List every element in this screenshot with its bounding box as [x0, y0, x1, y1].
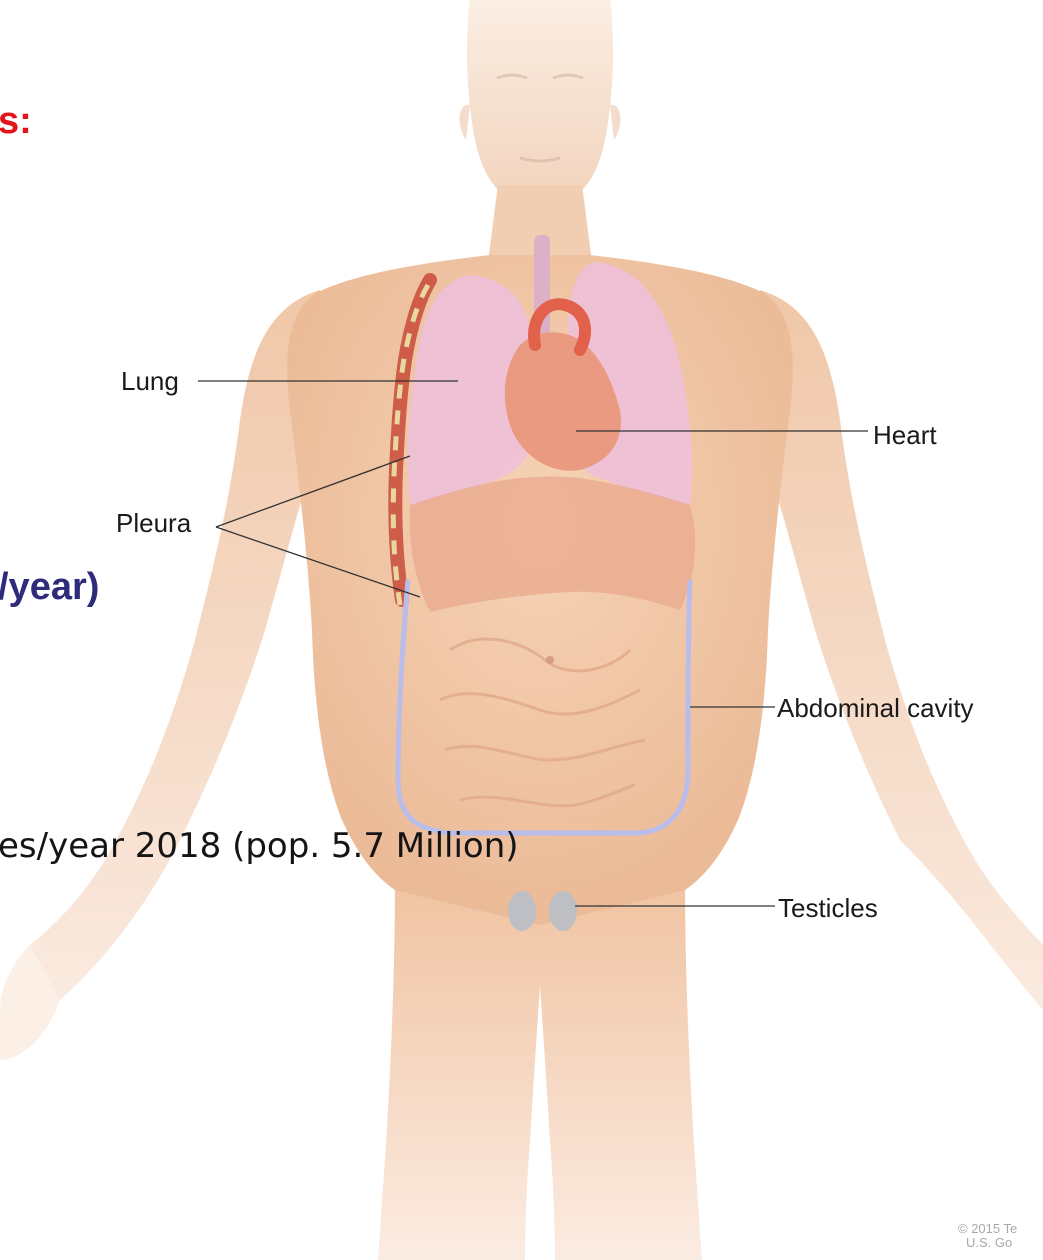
- ear-right: [610, 105, 620, 140]
- testicle-right: [549, 891, 577, 931]
- slide-body-text-fragment: es/year 2018 (pop. 5.7 Million): [0, 826, 519, 866]
- label-heart: Heart: [873, 420, 937, 451]
- ear-left: [460, 105, 470, 140]
- label-testicles: Testicles: [778, 893, 878, 924]
- head: [467, 0, 613, 210]
- navel: [546, 656, 554, 664]
- copyright-notice: © 2015 Te U.S. Go: [958, 1222, 1017, 1250]
- copyright-line-2: U.S. Go: [958, 1236, 1017, 1250]
- testicle-left: [508, 891, 536, 931]
- label-pleura: Pleura: [116, 508, 191, 539]
- diaphragm: [410, 477, 696, 613]
- slide-heading-fragment: s:: [0, 100, 32, 143]
- slide-subheading-fragment: /year): [0, 566, 99, 609]
- leg-left: [378, 880, 545, 1260]
- label-abdominal-cavity: Abdominal cavity: [777, 693, 974, 724]
- copyright-line-1: © 2015 Te: [958, 1222, 1017, 1236]
- label-lung: Lung: [121, 366, 179, 397]
- leg-right: [535, 880, 702, 1260]
